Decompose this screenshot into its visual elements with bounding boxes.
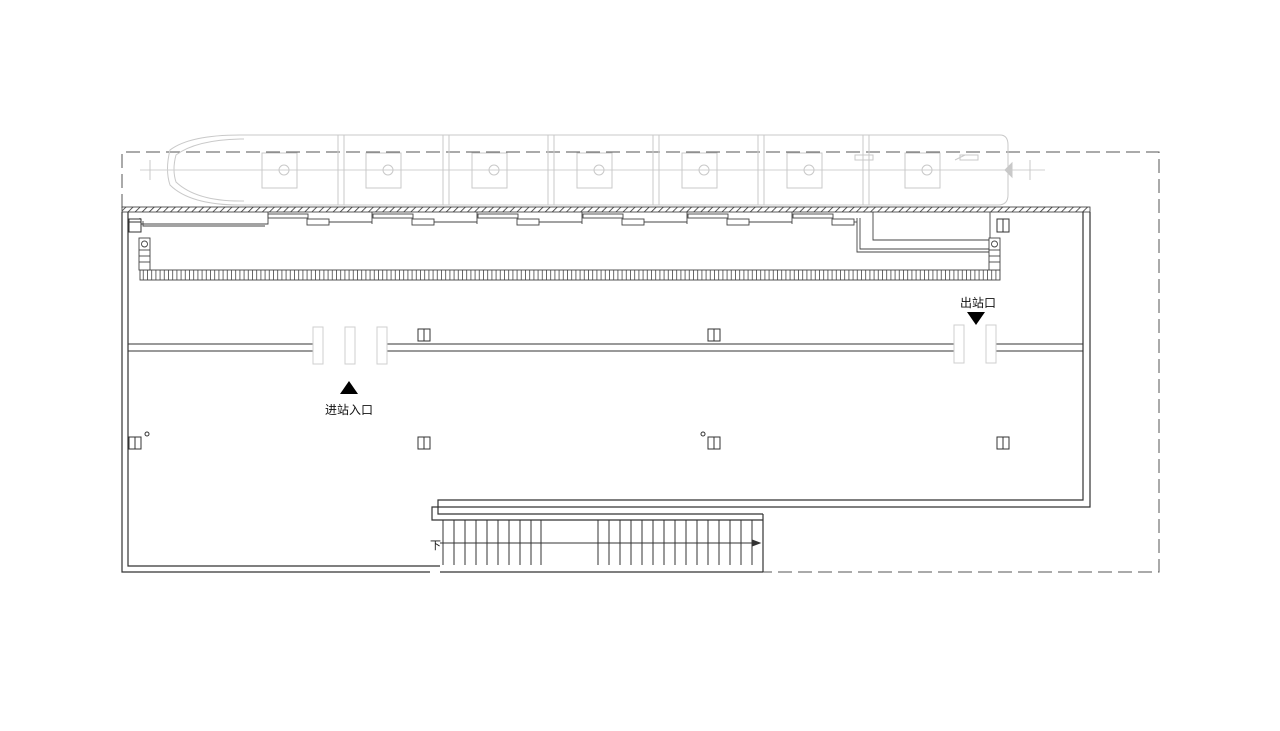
fare-barrier-line	[128, 343, 1083, 352]
platform-edge-hatch	[121, 206, 1091, 213]
building-wall	[121, 212, 1091, 573]
end-stairs	[138, 237, 1001, 271]
platform-screen-doors	[139, 212, 993, 253]
exit-label: 出站口	[960, 296, 997, 310]
stairs	[440, 520, 762, 565]
columns	[128, 218, 1010, 450]
fare-gates	[312, 324, 997, 365]
tactile-strip	[139, 269, 1001, 281]
exit-arrow-icon	[967, 312, 985, 325]
site-boundary-dashed	[121, 151, 1160, 573]
tram-train	[140, 134, 1045, 206]
entrance-arrow-icon	[340, 381, 358, 394]
entrance-label: 进站入口	[325, 403, 374, 417]
stair-down-label: 下	[430, 539, 441, 552]
